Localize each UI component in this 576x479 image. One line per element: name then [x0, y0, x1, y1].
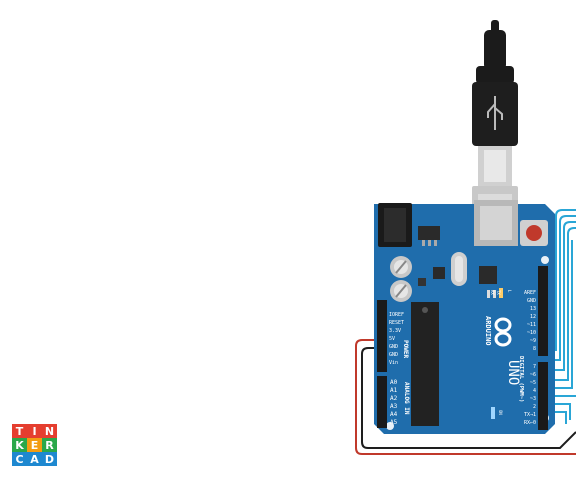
arduino-logo-icon	[494, 317, 512, 347]
l-label: L	[507, 290, 512, 293]
power-pin-label: IOREF	[389, 312, 404, 318]
power-pin-label: 3.3V	[389, 328, 401, 334]
digital-pin-label: ~5	[530, 380, 536, 386]
usb-icon	[487, 96, 503, 130]
rx-label: RX	[490, 290, 495, 295]
logo-letter: E	[27, 438, 42, 452]
digital-pin-label: ~10	[527, 330, 536, 336]
logo-letter: A	[27, 452, 42, 466]
digital-pin-label: ~3	[530, 396, 536, 402]
logo-letter: I	[27, 424, 42, 438]
digital-pin-label: 13	[530, 306, 536, 312]
atmega-chip	[411, 302, 439, 426]
digital-pin-label: 2	[533, 404, 536, 410]
digital-pin-label: 8	[533, 346, 536, 352]
analog-pin-label: A0	[390, 379, 398, 386]
digital-pin-label: RX←0	[524, 420, 536, 426]
power-header[interactable]	[377, 300, 387, 372]
analog-pin-label: A4	[390, 411, 398, 418]
tinkercad-logo[interactable]: T I N K E R C A D	[12, 424, 57, 466]
digital-pin-label: GND	[527, 298, 536, 304]
analog-pin-label: A5	[390, 419, 398, 426]
on-led	[491, 407, 495, 419]
analog-header[interactable]	[377, 376, 387, 428]
digital-header-title: DIGITAL (PWM~)	[518, 356, 524, 402]
digital-header-top[interactable]	[538, 266, 548, 356]
logo-letter: C	[12, 452, 27, 466]
arduino-uno-board[interactable]: IOREF RESET 3.3V 5V GND GND Vin A0 A1 A2…	[374, 200, 555, 434]
digital-pin-label: 12	[530, 314, 536, 320]
power-pin-label: GND	[389, 344, 398, 350]
power-pin-label: Vin	[389, 360, 398, 366]
on-label: ON	[498, 410, 503, 415]
logo-letter: D	[42, 452, 57, 466]
power-pin-label: RESET	[389, 320, 404, 326]
digital-pin-label: ~11	[527, 322, 536, 328]
logo-letter: N	[42, 424, 57, 438]
analog-pin-label: A3	[390, 403, 398, 410]
digital-header-bottom[interactable]	[538, 362, 548, 430]
analog-header-title: ANALOG IN	[403, 382, 410, 415]
digital-pin-label: AREF	[524, 290, 536, 296]
logo-letter: T	[12, 424, 27, 438]
digital-pin-label: ~6	[530, 372, 536, 378]
tx-label: TX	[496, 290, 501, 295]
logo-letter: R	[42, 438, 57, 452]
uno-model: UNO	[505, 360, 521, 385]
analog-pin-label: A2	[390, 395, 398, 402]
digital-pin-label: TX→1	[524, 412, 536, 418]
digital-pin-label: 4	[533, 388, 536, 394]
power-pin-label: 5V	[389, 336, 395, 342]
power-pin-label: GND	[389, 352, 398, 358]
power-header-title: POWER	[402, 340, 409, 358]
black-wire[interactable]	[361, 347, 576, 449]
analog-pin-label: A1	[390, 387, 398, 394]
digital-pin-label: 7	[533, 364, 536, 370]
arduino-brand: ARDUINO	[484, 316, 492, 346]
digital-pin-label: ~9	[530, 338, 536, 344]
red-wire[interactable]	[355, 339, 576, 455]
logo-letter: K	[12, 438, 27, 452]
